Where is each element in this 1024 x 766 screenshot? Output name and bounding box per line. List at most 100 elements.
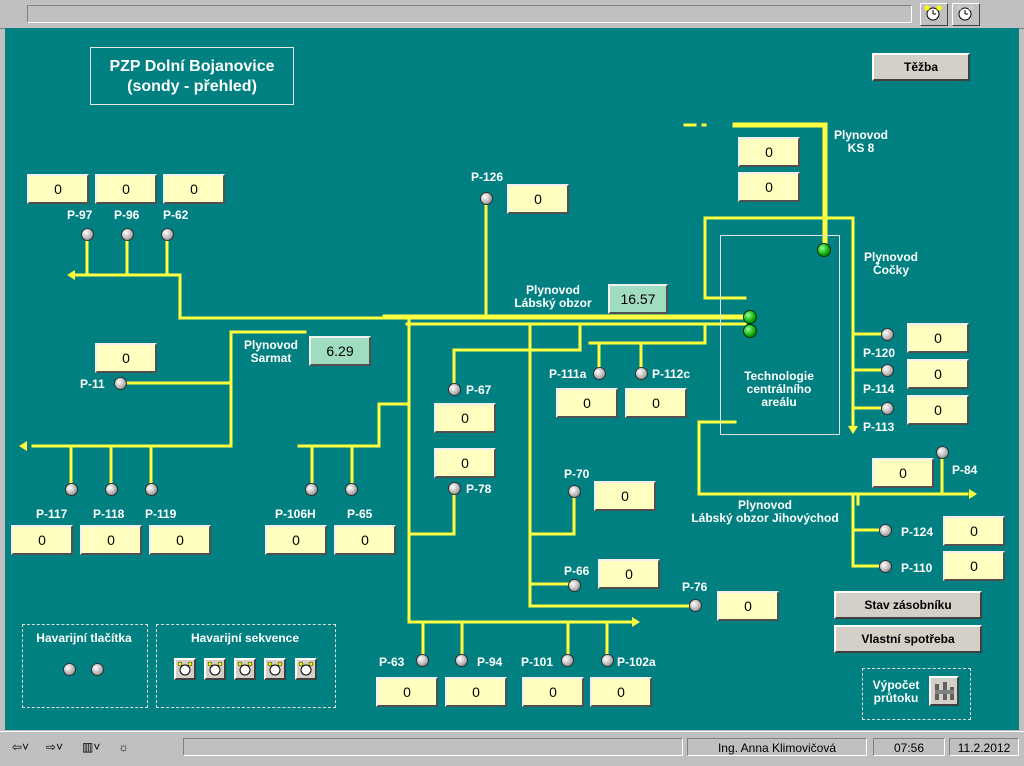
well-value-p76: 0 bbox=[717, 591, 779, 621]
well-p65-indicator[interactable] bbox=[345, 483, 358, 496]
well-value-p106h: 0 bbox=[265, 525, 327, 555]
well-value-p114: 0 bbox=[907, 359, 969, 389]
well-value-p84: 0 bbox=[872, 458, 934, 488]
sequence-alarm-5[interactable] bbox=[295, 658, 317, 680]
well-p101-indicator[interactable] bbox=[561, 654, 574, 667]
well-p114-indicator[interactable] bbox=[881, 364, 894, 377]
technology-area-box bbox=[720, 235, 840, 435]
well-value-p124: 0 bbox=[943, 516, 1005, 546]
well-p96-indicator[interactable] bbox=[121, 228, 134, 241]
technology-label-line3: areálu bbox=[761, 395, 797, 409]
well-label-p63: P-63 bbox=[379, 655, 405, 669]
well-label-p124: P-124 bbox=[901, 525, 934, 539]
stav-zasobniku-button[interactable]: Stav zásobníku bbox=[834, 591, 982, 619]
status-time: 07:56 bbox=[873, 738, 945, 756]
well-value-p101: 0 bbox=[522, 677, 584, 707]
well-p70-indicator[interactable] bbox=[568, 485, 581, 498]
well-value-p96: 0 bbox=[95, 174, 157, 204]
well-value-p97: 0 bbox=[27, 174, 89, 204]
well-label-p78: P-78 bbox=[466, 482, 492, 496]
well-label-p70: P-70 bbox=[564, 467, 590, 481]
emergency-sequence-panel bbox=[156, 624, 336, 708]
well-p120-indicator[interactable] bbox=[881, 328, 894, 341]
emergency-button-1[interactable] bbox=[63, 663, 76, 676]
pipeline-cocky-line2: Čočky bbox=[872, 263, 910, 277]
well-value-p112c: 0 bbox=[625, 388, 687, 418]
alarm-button-2[interactable] bbox=[952, 3, 980, 26]
well-p62-indicator[interactable] bbox=[161, 228, 174, 241]
title-line-2: (sondy - přehled) bbox=[127, 78, 257, 95]
page-title: PZP Dolní Bojanovice (sondy - přehled) bbox=[90, 47, 294, 105]
technology-label-line1: Technologie bbox=[744, 369, 814, 383]
well-value-p67: 0 bbox=[434, 403, 496, 433]
well-label-p76: P-76 bbox=[682, 580, 708, 594]
well-p11-indicator[interactable] bbox=[114, 377, 127, 390]
well-p67-indicator[interactable] bbox=[448, 383, 461, 396]
forward-arrow-icon[interactable]: ⇨˅ bbox=[46, 740, 64, 754]
pipeline-jihovychod-line1: Plynovod bbox=[737, 498, 792, 512]
pipeline-cocky-label: Plynovod Čočky bbox=[864, 251, 918, 277]
sequence-alarm-2[interactable] bbox=[204, 658, 226, 680]
well-label-p94: P-94 bbox=[477, 655, 503, 669]
well-p97-indicator[interactable] bbox=[81, 228, 94, 241]
keyboard-icon[interactable]: ▥˅ bbox=[82, 740, 101, 754]
alarm-button-1[interactable] bbox=[920, 3, 948, 26]
well-label-p96: P-96 bbox=[114, 208, 140, 222]
sequence-alarm-1[interactable] bbox=[174, 658, 196, 680]
status-user: Ing. Anna Klimovičová bbox=[687, 738, 867, 756]
alarm-clock-icon bbox=[207, 661, 223, 676]
alarm-clock-icon bbox=[956, 5, 974, 21]
vlastni-spotreba-button[interactable]: Vlastní spotřeba bbox=[834, 625, 982, 653]
top-toolbar bbox=[0, 0, 1024, 29]
flow-calculation-panel[interactable] bbox=[862, 668, 971, 720]
well-value-p118: 0 bbox=[80, 525, 142, 555]
well-p78-indicator[interactable] bbox=[448, 482, 461, 495]
well-p119-indicator[interactable] bbox=[145, 483, 158, 496]
flow-calculation-label[interactable]: Výpočet průtoku bbox=[872, 678, 920, 705]
well-value-p119: 0 bbox=[149, 525, 211, 555]
well-value-p63: 0 bbox=[376, 677, 438, 707]
sequence-alarm-3[interactable] bbox=[234, 658, 256, 680]
well-p112c-indicator[interactable] bbox=[635, 367, 648, 380]
well-p117-indicator[interactable] bbox=[65, 483, 78, 496]
well-label-p62: P-62 bbox=[163, 208, 189, 222]
status-bar: ⇦˅ ⇨˅ ▥˅ ☼ Ing. Anna Klimovičová 07:56 1… bbox=[0, 731, 1024, 766]
labsky-valve-indicator-1 bbox=[743, 310, 757, 324]
well-label-p118: P-118 bbox=[93, 507, 125, 521]
back-arrow-icon[interactable]: ⇦˅ bbox=[12, 740, 30, 754]
well-p118-indicator[interactable] bbox=[105, 483, 118, 496]
well-value-p66: 0 bbox=[598, 559, 660, 589]
sequence-alarm-4[interactable] bbox=[264, 658, 286, 680]
well-p110-indicator[interactable] bbox=[879, 560, 892, 573]
emergency-button-2[interactable] bbox=[91, 663, 104, 676]
tezba-button[interactable]: Těžba bbox=[872, 53, 970, 81]
well-p66-indicator[interactable] bbox=[568, 579, 581, 592]
well-p94-indicator[interactable] bbox=[455, 654, 468, 667]
well-p76-indicator[interactable] bbox=[689, 599, 702, 612]
pipeline-sarmat-line1: Plynovod bbox=[243, 338, 299, 352]
well-label-p102a: P-102a bbox=[617, 655, 656, 669]
well-value-p111a: 0 bbox=[556, 388, 618, 418]
well-p113-indicator[interactable] bbox=[881, 402, 894, 415]
alarm-clock-icon bbox=[267, 661, 283, 676]
well-p106h-indicator[interactable] bbox=[305, 483, 318, 496]
pipeline-labsky-line1: Plynovod bbox=[525, 283, 581, 297]
well-p102a-indicator[interactable] bbox=[601, 654, 614, 667]
ks8-value-2: 0 bbox=[738, 172, 800, 202]
well-label-p112c: P-112c bbox=[652, 367, 691, 381]
flow-meter-icon[interactable] bbox=[929, 676, 959, 706]
well-value-p120: 0 bbox=[907, 323, 969, 353]
well-label-p65: P-65 bbox=[347, 507, 373, 521]
well-label-p119: P-119 bbox=[145, 507, 177, 521]
synoptic-canvas: PZP Dolní Bojanovice (sondy - přehled) T… bbox=[5, 28, 1019, 730]
sun-icon[interactable]: ☼ bbox=[118, 740, 129, 754]
well-p124-indicator[interactable] bbox=[879, 524, 892, 537]
pipeline-labsky-label: Plynovod Lábský obzor bbox=[514, 284, 591, 310]
well-p126-indicator[interactable] bbox=[480, 192, 493, 205]
well-p84-indicator[interactable] bbox=[936, 446, 949, 459]
well-p111a-indicator[interactable] bbox=[593, 367, 606, 380]
well-value-p70: 0 bbox=[594, 481, 656, 511]
well-p63-indicator[interactable] bbox=[416, 654, 429, 667]
alarm-clock-icon bbox=[924, 5, 942, 21]
technology-label-line2: centrálního bbox=[746, 382, 812, 396]
